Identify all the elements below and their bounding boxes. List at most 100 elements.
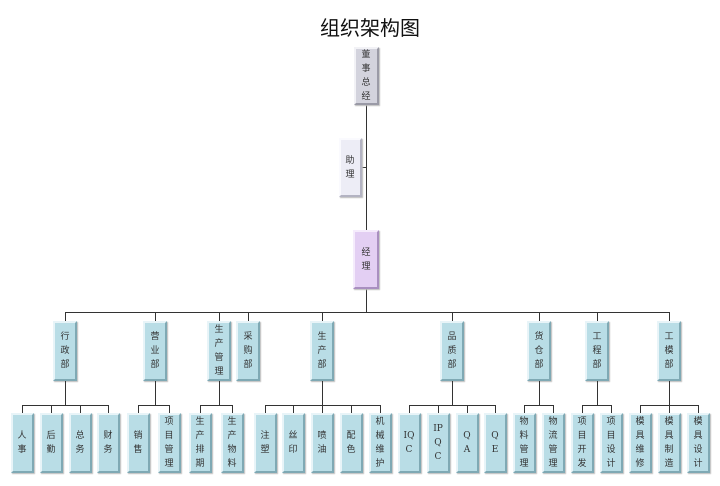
- node-team[interactable]: 人事: [10, 413, 34, 473]
- node-general-manager-label: 董事总经: [361, 50, 371, 102]
- node-team[interactable]: 项目设计: [599, 413, 623, 473]
- node-team-label: 机械维护: [375, 417, 385, 469]
- node-team-label: 后勤: [46, 431, 56, 455]
- team-bus-line: [22, 405, 109, 406]
- node-team[interactable]: 模具维修: [628, 413, 652, 473]
- node-team[interactable]: QA: [455, 413, 479, 473]
- team-connector: [669, 405, 670, 413]
- department-bus-line: [65, 312, 669, 313]
- node-team-label: 生产排期: [195, 417, 205, 469]
- node-assistant[interactable]: 助理: [338, 138, 362, 197]
- node-team[interactable]: 注塑: [253, 413, 277, 473]
- node-department-label: 工模部: [664, 332, 674, 370]
- node-department[interactable]: 生产管理: [207, 321, 231, 381]
- node-team-label: 物料管理: [519, 417, 529, 469]
- node-manager[interactable]: 经理: [353, 230, 379, 289]
- node-team[interactable]: 喷油: [310, 413, 334, 473]
- node-team-label: 人事: [17, 431, 27, 455]
- node-department[interactable]: 行政部: [53, 321, 77, 381]
- team-bus-line: [409, 405, 496, 406]
- node-team[interactable]: QE: [483, 413, 507, 473]
- department-down-line: [539, 381, 540, 405]
- node-team[interactable]: 项目管理: [157, 413, 181, 473]
- team-connector: [524, 405, 525, 413]
- node-team-label: IPQC: [433, 424, 443, 462]
- node-team[interactable]: 总务: [68, 413, 92, 473]
- node-team-label: 项目开发: [577, 417, 587, 469]
- node-team[interactable]: 配色: [339, 413, 363, 473]
- node-team-label: IQC: [403, 431, 415, 455]
- node-department-label: 生产管理: [214, 325, 224, 377]
- node-team[interactable]: 机械维护: [368, 413, 392, 473]
- team-bus-line: [200, 405, 233, 406]
- department-down-line: [219, 381, 220, 405]
- team-connector: [582, 405, 583, 413]
- team-connector: [698, 405, 699, 413]
- department-connector: [219, 312, 220, 321]
- node-department[interactable]: 生产部: [310, 321, 334, 381]
- team-connector: [169, 405, 170, 413]
- node-team[interactable]: 销售: [126, 413, 150, 473]
- node-department-label: 品质部: [447, 332, 457, 370]
- team-connector: [495, 405, 496, 413]
- node-department-label: 采购部: [243, 332, 253, 370]
- department-connector: [65, 312, 66, 321]
- node-team-label: 模具维修: [635, 417, 645, 469]
- node-team[interactable]: IQC: [397, 413, 421, 473]
- node-department[interactable]: 货仓部: [527, 321, 551, 381]
- node-team-label: 项目管理: [164, 417, 174, 469]
- node-team[interactable]: 模具制造: [657, 413, 681, 473]
- node-team[interactable]: 后勤: [39, 413, 63, 473]
- team-connector: [138, 405, 139, 413]
- node-department[interactable]: 营业部: [143, 321, 167, 381]
- team-connector: [232, 405, 233, 413]
- node-general-manager[interactable]: 董事总经: [353, 47, 379, 105]
- node-team[interactable]: 项目开发: [570, 413, 594, 473]
- node-department-label: 工程部: [592, 332, 602, 370]
- team-connector: [553, 405, 554, 413]
- assistant-connector: [361, 167, 366, 168]
- team-connector: [80, 405, 81, 413]
- node-team-label: 销售: [133, 431, 143, 455]
- node-team-label: 总务: [75, 431, 85, 455]
- node-manager-label: 经理: [361, 247, 371, 272]
- node-team[interactable]: 物流管理: [541, 413, 565, 473]
- team-connector: [438, 405, 439, 413]
- department-connector: [248, 312, 249, 321]
- team-connector: [322, 405, 323, 413]
- team-bus-line: [138, 405, 170, 406]
- node-team-label: QE: [491, 431, 499, 455]
- node-team-label: 配色: [346, 431, 356, 455]
- node-team-label: 注塑: [260, 431, 270, 455]
- node-department[interactable]: 工模部: [657, 321, 681, 381]
- department-down-line: [65, 381, 66, 405]
- department-connector: [322, 312, 323, 321]
- team-bus-line: [582, 405, 612, 406]
- node-team[interactable]: 财务: [96, 413, 120, 473]
- node-department-label: 生产部: [317, 332, 327, 370]
- team-connector: [51, 405, 52, 413]
- node-department[interactable]: 工程部: [585, 321, 609, 381]
- node-department[interactable]: 采购部: [236, 321, 260, 381]
- node-team-label: 物流管理: [548, 417, 558, 469]
- department-connector: [669, 312, 670, 321]
- team-connector: [351, 405, 352, 413]
- node-team[interactable]: 模具设计: [686, 413, 710, 473]
- node-department-label: 营业部: [150, 332, 160, 370]
- node-team[interactable]: IPQC: [426, 413, 450, 473]
- node-team[interactable]: 生产物料: [220, 413, 244, 473]
- node-department[interactable]: 品质部: [440, 321, 464, 381]
- team-connector: [108, 405, 109, 413]
- team-bus-line: [265, 405, 381, 406]
- node-department-label: 行政部: [60, 332, 70, 370]
- node-team-label: 丝印: [288, 431, 298, 455]
- team-connector: [380, 405, 381, 413]
- node-team-label: 喷油: [317, 431, 327, 455]
- department-down-line: [597, 381, 598, 405]
- node-team[interactable]: 丝印: [281, 413, 305, 473]
- node-team[interactable]: 生产排期: [188, 413, 212, 473]
- node-team-label: 项目设计: [606, 417, 616, 469]
- node-team[interactable]: 物料管理: [512, 413, 536, 473]
- node-team-label: QA: [463, 431, 471, 455]
- team-connector: [293, 405, 294, 413]
